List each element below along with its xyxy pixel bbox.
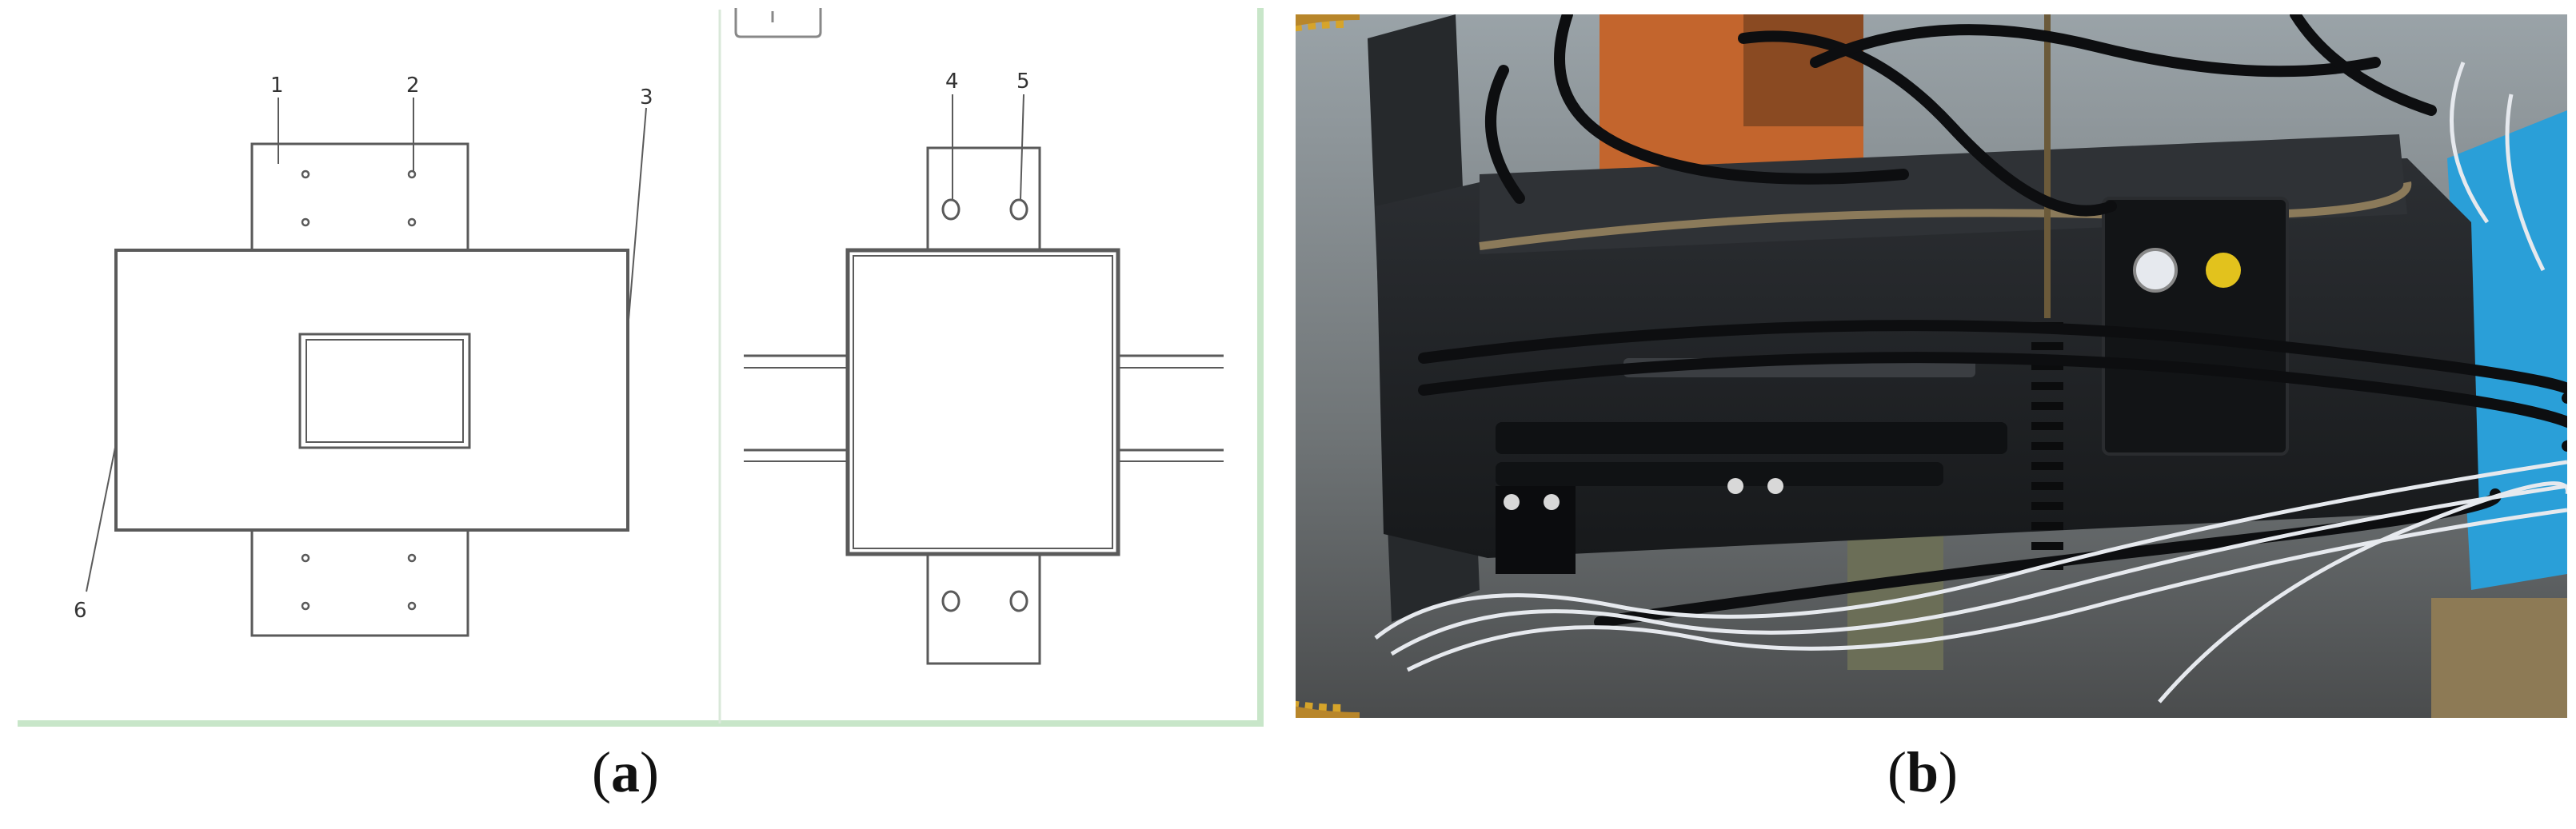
right-main-body-inner: [853, 255, 1113, 549]
right-top-plate: [926, 146, 1041, 252]
caption-b-label: b: [1906, 740, 1939, 804]
hole: [301, 601, 310, 611]
hole: [407, 601, 417, 611]
left-center-window: [298, 333, 471, 449]
leader-lines: [86, 94, 1024, 592]
bolt: [1504, 494, 1520, 510]
bolt: [1727, 478, 1743, 494]
panel-b-photo: [1296, 14, 2567, 718]
straw-ground: [2431, 598, 2567, 718]
hole: [1009, 198, 1028, 221]
hole: [301, 553, 310, 563]
caption-b-close: ): [1939, 740, 1959, 804]
leader-3: [628, 107, 647, 321]
left-main-body: [114, 249, 629, 532]
hydraulic-cylinder-1: [1496, 422, 2007, 454]
hole: [301, 217, 310, 227]
callout-6: 6: [74, 599, 87, 623]
caption-a: (a): [592, 743, 659, 801]
hole: [301, 169, 310, 179]
hole: [941, 590, 961, 612]
photo-svg: [1296, 14, 2567, 718]
right-main-body: [845, 248, 1120, 556]
right-holes: [941, 198, 1028, 612]
hole: [407, 217, 417, 227]
white-wires: [1374, 62, 2567, 703]
caption-a-open: (: [592, 740, 611, 804]
hole: [941, 198, 961, 221]
bolt: [1767, 478, 1783, 494]
left-holes: [301, 169, 417, 611]
pressure-gauge: [2133, 248, 2178, 293]
left-view: [114, 142, 629, 637]
left-center-window-inner: [306, 339, 464, 443]
callout-2: 2: [406, 74, 420, 98]
control-box: [2102, 197, 2289, 456]
caption-b-open: (: [1887, 740, 1907, 804]
hydraulic-cylinder-2: [1496, 462, 1943, 486]
top-tab-shape: [734, 8, 822, 38]
right-view: [744, 146, 1224, 665]
hole: [407, 553, 417, 563]
leader-5: [1020, 94, 1024, 201]
left-top-plate: [250, 142, 469, 253]
callout-1: 1: [270, 74, 284, 98]
callout-4: 4: [945, 70, 959, 94]
callout-5: 5: [1016, 70, 1030, 94]
black-hoses: [1418, 14, 2567, 628]
yellow-cap: [2206, 253, 2241, 288]
straw-on-beam: [1479, 181, 2412, 250]
caption-b: (b): [1887, 743, 1958, 801]
drawing-svg: 1 2 3 4 5 6: [18, 8, 1264, 727]
caption-a-close: ): [639, 740, 659, 804]
panel-a-drawing: 1 2 3 4 5 6: [0, 0, 1280, 735]
leader-6: [86, 439, 118, 592]
bolt: [1544, 494, 1560, 510]
caption-a-label: a: [610, 740, 640, 804]
hole: [407, 169, 417, 179]
left-bottom-plate: [250, 526, 469, 637]
callout-3: 3: [640, 86, 653, 110]
hole: [1009, 590, 1028, 612]
